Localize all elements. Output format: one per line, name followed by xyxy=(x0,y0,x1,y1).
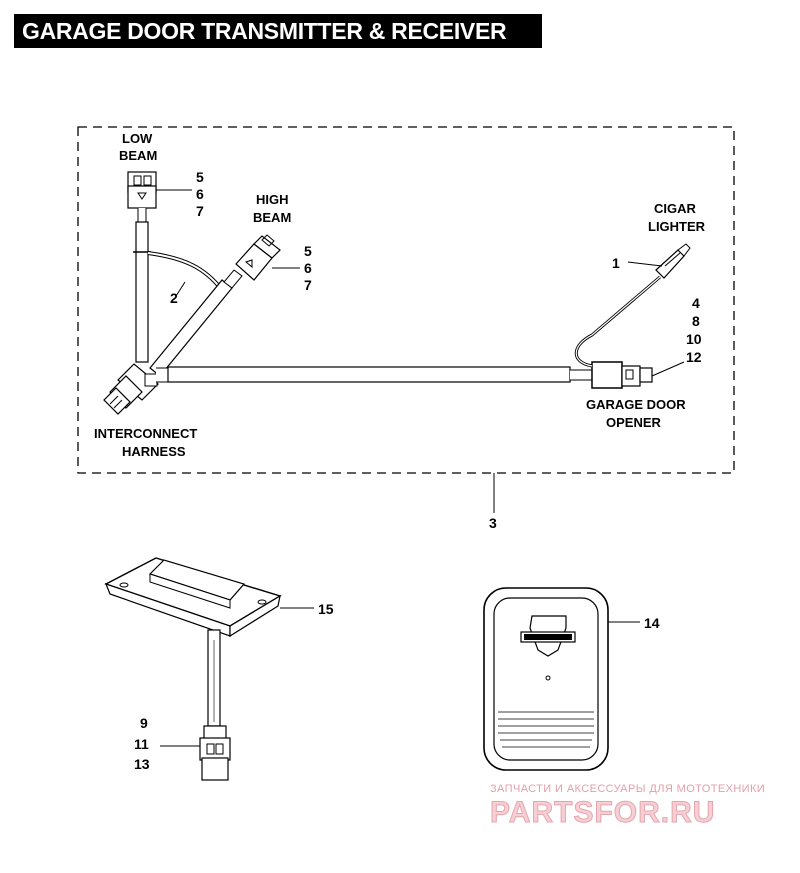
low-beam-callout-3: 7 xyxy=(196,203,204,219)
opener-label-line2: OPENER xyxy=(606,415,662,430)
cigar-lighter-plug xyxy=(627,243,691,279)
branch-callout: 2 xyxy=(170,290,178,306)
cigar-lighter-callout: 1 xyxy=(612,255,620,271)
opener-callout-4: 12 xyxy=(686,349,702,365)
high-beam-callout-1: 5 xyxy=(304,243,312,259)
watermark-brand: PARTSFOR.RU xyxy=(490,796,715,829)
low-beam-harness xyxy=(133,208,151,363)
watermark-tagline: ЗАПЧАСТИ И АКСЕССУАРЫ ДЛЯ МОТОТЕХНИКИ xyxy=(490,783,765,795)
low-beam-label-line2: BEAM xyxy=(119,148,157,163)
remote-callout: 14 xyxy=(644,615,660,631)
branch-wire-2 xyxy=(147,251,224,297)
connector-callout-3: 13 xyxy=(134,756,150,772)
low-beam-callout-1: 5 xyxy=(196,169,204,185)
transmitter-remote xyxy=(483,587,640,771)
bar-and-shield-logo-icon xyxy=(520,615,576,657)
receiver-connector xyxy=(160,725,231,781)
connector-callout-1: 9 xyxy=(140,715,148,731)
opener-callout-1: 4 xyxy=(692,295,700,311)
opener-callout-2: 8 xyxy=(692,313,700,329)
high-beam-harness xyxy=(149,269,243,377)
cigar-lighter-label-line2: LIGHTER xyxy=(648,219,706,234)
receiver-module xyxy=(104,557,314,638)
assembly-callout: 3 xyxy=(489,515,497,531)
main-harness xyxy=(156,366,593,383)
low-beam-label-line1: LOW xyxy=(122,131,153,146)
high-beam-label-line2: BEAM xyxy=(253,210,291,225)
page-title: GARAGE DOOR TRANSMITTER & RECEIVER xyxy=(14,14,542,48)
interconnect-label-line1: INTERCONNECT xyxy=(94,426,197,441)
receiver-cable xyxy=(207,629,221,727)
high-beam-callout-3: 7 xyxy=(304,277,312,293)
high-beam-connector xyxy=(235,234,300,281)
harness-assembly-boundary xyxy=(77,126,735,474)
interconnect-label-line2: HARNESS xyxy=(122,444,186,459)
cigar-lighter-label-line1: CIGAR xyxy=(654,201,697,216)
low-beam-connector xyxy=(127,171,192,209)
cigar-lighter-wire xyxy=(574,275,661,368)
receiver-callout: 15 xyxy=(318,601,334,617)
low-beam-callout-2: 6 xyxy=(196,186,204,202)
opener-label-line1: GARAGE DOOR xyxy=(586,397,686,412)
garage-door-opener-module xyxy=(591,361,685,389)
opener-callout-3: 10 xyxy=(686,331,702,347)
high-beam-callout-2: 6 xyxy=(304,260,312,276)
connector-callout-2: 11 xyxy=(134,736,149,752)
high-beam-label-line1: HIGH xyxy=(256,192,289,207)
interconnect-connector xyxy=(103,363,159,415)
